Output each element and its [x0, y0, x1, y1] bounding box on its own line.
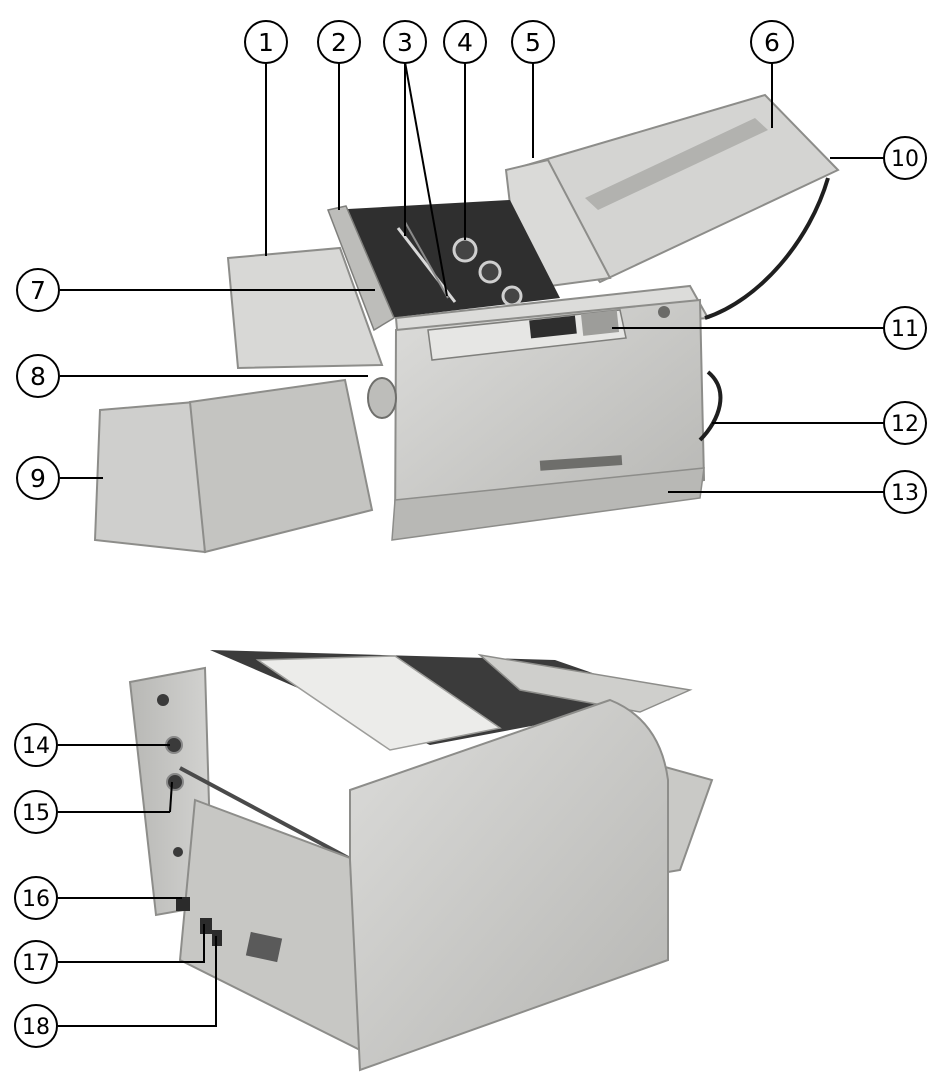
callout-8: 8: [16, 354, 60, 398]
callout-3: 3: [383, 20, 427, 64]
callout-label: 6: [764, 28, 780, 57]
rating-label: [245, 931, 283, 963]
manual-knob: [367, 377, 397, 419]
callout-16: 16: [14, 876, 58, 920]
power-inlet: [176, 897, 190, 911]
callout-label: 13: [891, 481, 919, 506]
operation-panel: [427, 309, 627, 361]
callout-label: 18: [22, 1015, 50, 1040]
leader-line: [169, 781, 173, 813]
callout-7: 7: [16, 268, 60, 312]
callout-17: 17: [14, 940, 58, 984]
callout-label: 7: [30, 276, 46, 305]
callout-label: 16: [22, 887, 50, 912]
callout-label: 4: [457, 28, 473, 57]
callout-15: 15: [14, 790, 58, 834]
callout-1: 1: [244, 20, 288, 64]
callout-label: 17: [22, 951, 50, 976]
callout-label: 14: [22, 734, 50, 759]
roller: [452, 237, 478, 263]
callout-6: 6: [750, 20, 794, 64]
callout-2: 2: [317, 20, 361, 64]
rear-screw: [173, 847, 183, 857]
start-button: [658, 306, 670, 318]
power-switch: [200, 918, 212, 934]
keypad: [580, 310, 620, 336]
delivery-tray-front: [93, 400, 207, 554]
machine-rear-view: [128, 650, 714, 1072]
callout-label: 15: [22, 801, 50, 826]
machine-front-view: [93, 93, 840, 554]
callout-label: 8: [30, 362, 46, 391]
stopper-plate: [226, 246, 384, 370]
roller: [501, 285, 523, 307]
rear-knob: [166, 773, 184, 791]
leader-line: [404, 61, 448, 297]
callout-label: 3: [397, 28, 413, 57]
rear-top-plate: [477, 653, 693, 713]
callout-9: 9: [16, 456, 60, 500]
callout-13: 13: [883, 470, 927, 514]
callouts: 1 2 3 4 5 6 7 8 9 10 11 12 13 14 15 16 1…: [14, 20, 927, 1048]
paper-guide-cover: [255, 655, 502, 751]
callout-label: 12: [891, 412, 919, 437]
rear-screw: [157, 694, 169, 706]
callout-label: 11: [891, 317, 919, 342]
callout-12: 12: [883, 401, 927, 445]
delivery-tray-back: [188, 378, 374, 554]
callout-18: 18: [14, 1004, 58, 1048]
callout-label: 5: [525, 28, 541, 57]
callout-label: 9: [30, 464, 46, 493]
leader-line: [58, 924, 205, 963]
callout-10: 10: [883, 136, 927, 180]
callout-label: 10: [891, 147, 919, 172]
rear-body-shell: [349, 698, 669, 1072]
callout-label: 1: [258, 28, 274, 57]
handle-slot: [539, 455, 623, 471]
callout-label: 2: [331, 28, 347, 57]
callout-14: 14: [14, 723, 58, 767]
leader-line: [58, 936, 217, 1027]
feed-tray-slot: [585, 118, 768, 210]
display-window: [529, 315, 577, 339]
callout-11: 11: [883, 306, 927, 350]
roller: [478, 260, 502, 284]
fold-area-interior: [330, 200, 560, 318]
callout-5: 5: [511, 20, 555, 64]
leader-lines: [58, 61, 884, 1027]
machine-base: [391, 467, 705, 541]
callout-4: 4: [443, 20, 487, 64]
